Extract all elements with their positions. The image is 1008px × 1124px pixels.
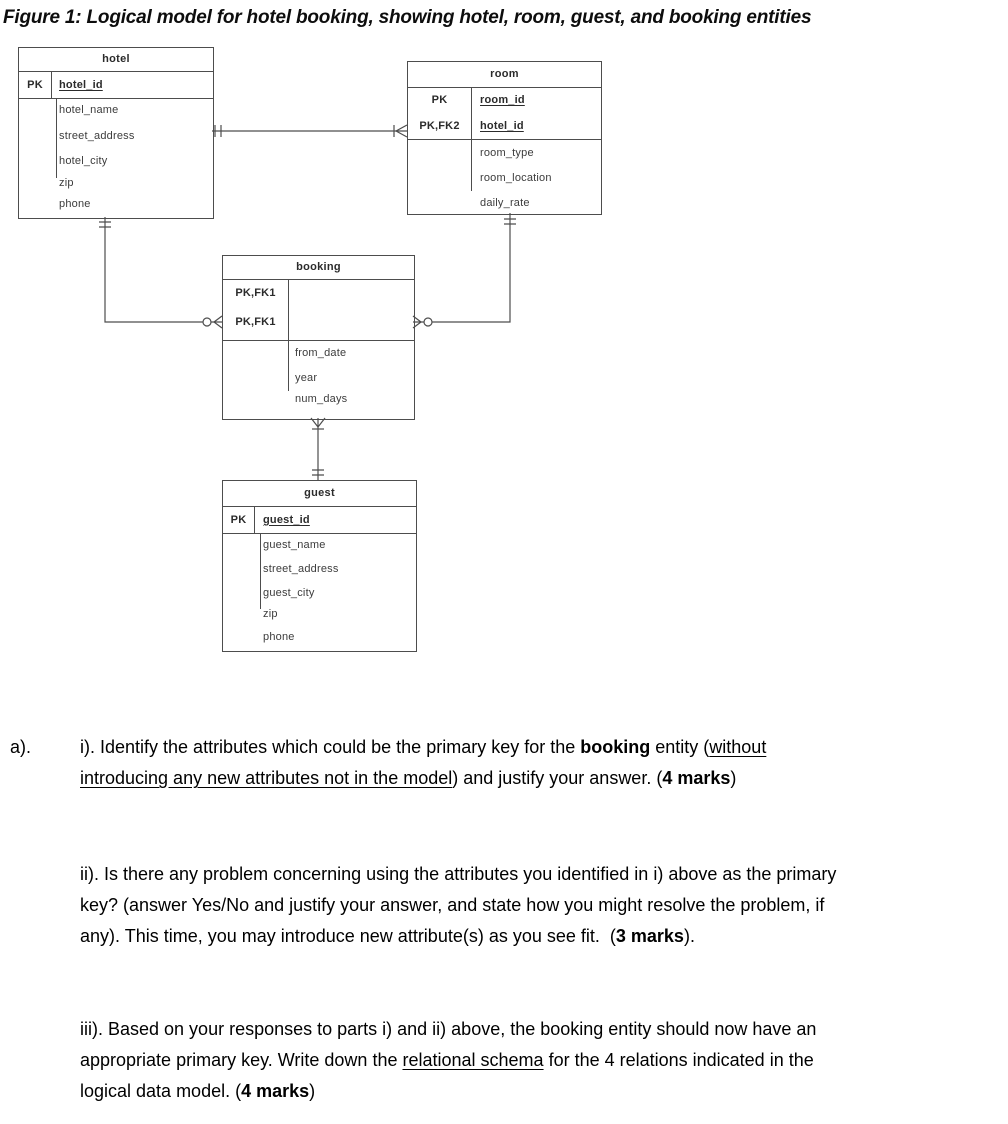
entity-booking: booking PK,FK1 PK,FK1 from_date year num… <box>222 255 415 420</box>
room-attr: daily_rate <box>480 197 530 209</box>
question-ii-line1: ii). Is there any problem concerning usi… <box>80 864 837 884</box>
question-iii-line1: iii). Based on your responses to parts i… <box>80 1019 817 1039</box>
question-i-line2: introducing any new attributes not in th… <box>80 768 737 788</box>
entity-booking-name: booking <box>296 261 341 273</box>
divider <box>223 533 416 534</box>
room-pk-attr: room_id <box>480 94 525 106</box>
room-pk-key: PK <box>431 94 448 106</box>
room-attr: room_type <box>480 147 534 159</box>
hotel-attr: hotel_city <box>59 155 108 167</box>
booking-pkfk1b-key: PK,FK1 <box>235 316 276 328</box>
question-iii-line2: appropriate primary key. Write down the … <box>80 1050 814 1070</box>
divider <box>471 87 472 191</box>
guest-pk-attr: guest_id <box>263 513 310 526</box>
entity-hotel: hotel PK hotel_id hotel_name street_addr… <box>18 47 214 219</box>
divider <box>408 139 601 140</box>
relationship-hotel-booking <box>99 217 223 329</box>
divider <box>260 533 261 609</box>
booking-attr: num_days <box>295 393 348 405</box>
entity-room-name: room <box>490 68 519 80</box>
divider <box>19 98 213 99</box>
hotel-attr: street_address <box>59 130 135 142</box>
relationship-hotel-room <box>212 124 408 138</box>
booking-attr: year <box>295 372 318 384</box>
hotel-pk-key: PK <box>27 78 43 91</box>
entity-guest-name: guest <box>304 487 335 499</box>
booking-attr: from_date <box>295 347 347 359</box>
divider <box>223 279 414 280</box>
entity-hotel-name: hotel <box>102 53 130 65</box>
relationship-room-booking <box>412 213 516 329</box>
divider <box>223 506 416 507</box>
room-pkfk2-attr: hotel_id <box>480 120 524 132</box>
relationship-guest-booking <box>310 417 326 480</box>
entity-room: room PK room_id PK,FK2 hotel_id room_typ… <box>407 61 602 215</box>
figure-caption: Figure 1: Logical model for hotel bookin… <box>3 7 812 28</box>
divider <box>254 506 255 533</box>
question-ii-line2: key? (answer Yes/No and justify your ans… <box>80 895 825 915</box>
hotel-attr: zip <box>59 177 74 189</box>
divider <box>56 98 57 178</box>
guest-attr: street_address <box>263 563 339 575</box>
guest-attr: guest_name <box>263 539 326 551</box>
question-iii-line3: logical data model. (4 marks) <box>80 1081 316 1101</box>
question-ii-line3: any). This time, you may introduce new a… <box>80 926 695 946</box>
guest-pk-key: PK <box>230 513 247 526</box>
guest-attr: phone <box>263 631 295 643</box>
divider <box>288 279 289 391</box>
divider <box>51 71 52 98</box>
divider <box>19 71 213 72</box>
guest-attr: zip <box>263 608 278 620</box>
question-i-line1: i). Identify the attributes which could … <box>80 737 767 757</box>
divider <box>408 87 601 88</box>
hotel-attr: phone <box>59 198 91 210</box>
hotel-attr: hotel_name <box>59 104 119 116</box>
booking-pkfk1-key: PK,FK1 <box>235 287 276 299</box>
entity-guest: guest PK guest_id guest_name street_addr… <box>222 480 417 652</box>
guest-attr: guest_city <box>263 587 315 599</box>
hotel-pk-attr: hotel_id <box>59 78 103 91</box>
room-pkfk2-key: PK,FK2 <box>419 120 460 132</box>
room-attr: room_location <box>480 172 552 184</box>
question-a-label: a). <box>10 737 32 757</box>
divider <box>223 340 414 341</box>
